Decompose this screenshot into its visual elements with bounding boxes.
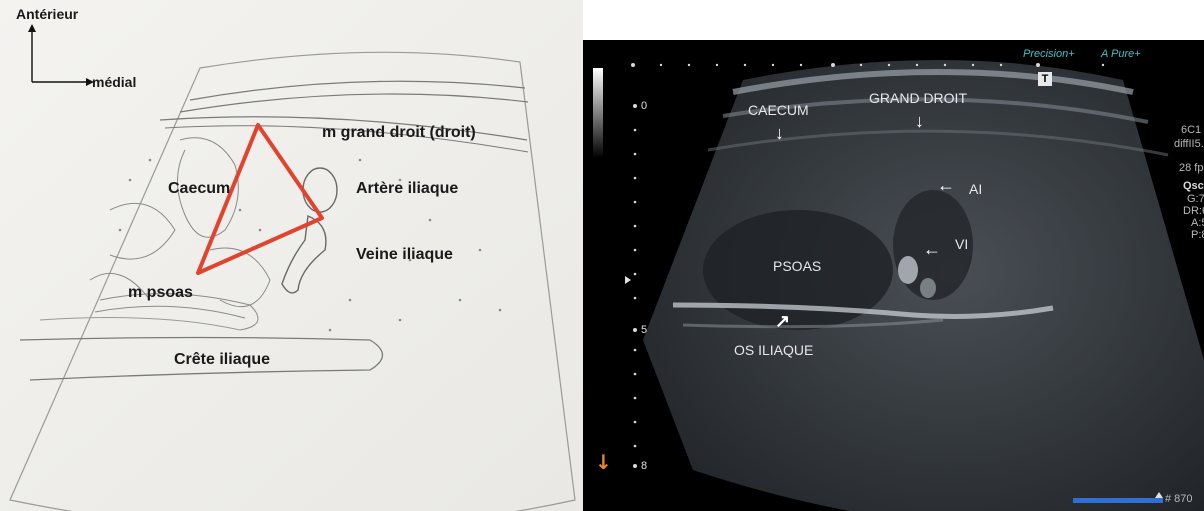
qscan-label: Qscan xyxy=(1183,180,1204,192)
ultrasound-image xyxy=(583,40,1204,511)
precision-label: Precision+ xyxy=(1023,48,1075,60)
gain-label: G:78 xyxy=(1187,193,1204,205)
dr-label: DR:65 xyxy=(1183,205,1204,217)
arrow-down-grand-droit-icon: ↓ xyxy=(915,112,924,130)
arrow-left-vi-icon: ← xyxy=(923,240,941,258)
us-label-vi: VI xyxy=(955,236,968,252)
anterior-label: Antérieur xyxy=(16,6,78,22)
a-label: A:5 xyxy=(1191,217,1204,229)
depth-5: 5 xyxy=(641,324,647,336)
sketch-drawing xyxy=(0,0,583,511)
label-caecum: Caecum xyxy=(168,180,230,198)
grayscale-bar xyxy=(593,68,603,158)
label-veine-iliaque: Veine iliaque xyxy=(356,246,453,264)
label-psoas: m psoas xyxy=(128,284,193,302)
medial-label: médial xyxy=(92,74,136,90)
preset-label: diffII5.0 xyxy=(1174,138,1204,150)
label-artere-iliaque: Artère iliaque xyxy=(356,180,458,198)
depth-8: 8 xyxy=(641,460,647,472)
fps-label: 28 fps xyxy=(1179,162,1204,174)
arrow-up-right-os-icon: ↗ xyxy=(775,312,790,330)
us-label-ai: AI xyxy=(969,181,982,197)
label-crete-iliaque: Crête iliaque xyxy=(174,351,270,369)
label-grand-droit: m grand droit (droit) xyxy=(322,124,476,142)
us-label-caecum: CAECUM xyxy=(748,102,809,118)
orange-down-arrow-icon: ↓ xyxy=(595,450,612,474)
arrow-left-ai-icon: ← xyxy=(937,176,955,194)
cine-progress-bar xyxy=(1073,498,1163,503)
depth-0: 0 xyxy=(641,100,647,112)
apure-label: A Pure+ xyxy=(1101,48,1141,60)
us-label-os-iliaque: OS ILIAQUE xyxy=(734,342,813,358)
arrow-down-caecum-icon: ↓ xyxy=(775,124,784,142)
p-label: P:8 xyxy=(1191,229,1204,241)
anatomy-sketch-panel: Antérieur médial m grand droit (droit) C… xyxy=(0,0,583,511)
probe-label: 6C1 xyxy=(1181,124,1201,136)
frame-counter: # 870 xyxy=(1165,493,1193,505)
us-label-grand-droit: GRAND DROIT xyxy=(869,90,967,106)
mode-t-icon: T xyxy=(1038,72,1052,86)
ultrasound-panel: Precision+ A Pure+ T 0 5 8 CAECUM ↓ GRAN… xyxy=(583,40,1204,511)
us-label-psoas: PSOAS xyxy=(773,258,821,274)
